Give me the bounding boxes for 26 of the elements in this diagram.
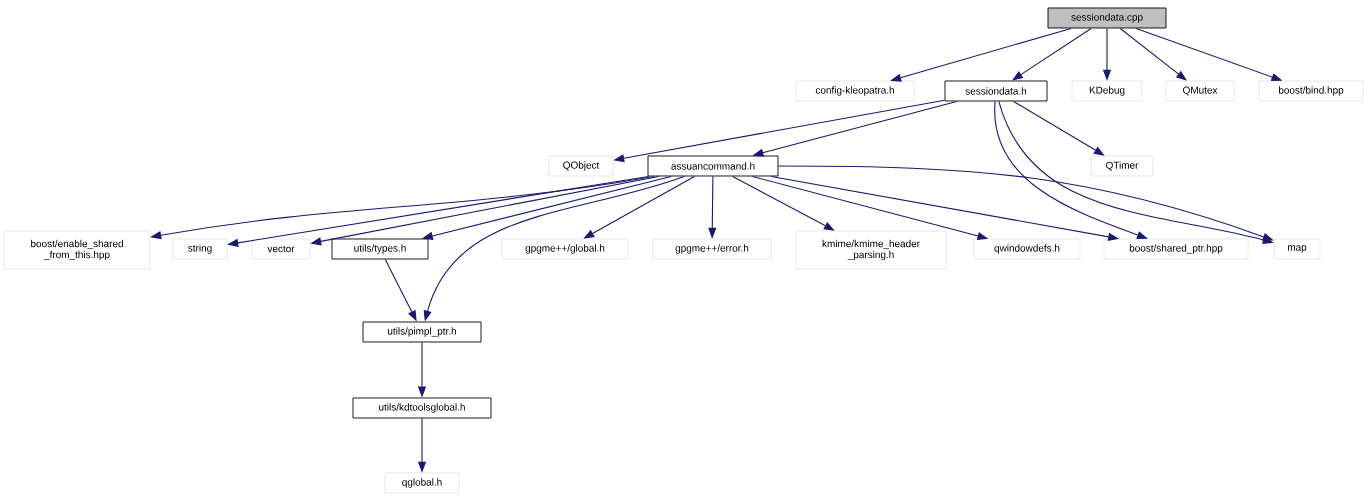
arrow: [994, 100, 1148, 239]
file-box: QObject: [548, 155, 614, 177]
file-box: qglobal.h: [384, 472, 460, 494]
file-box: sessiondata.cpp: [1047, 7, 1167, 29]
file-box: QMutex: [1165, 80, 1235, 102]
file-box: gpgme++/global.h: [501, 238, 629, 260]
file-box: boost/bind.hpp: [1258, 80, 1364, 102]
file-box: KDebug: [1071, 80, 1143, 102]
file-box: utils/types.h: [331, 238, 429, 260]
file-box: gpgme++/error.h: [652, 238, 772, 260]
file-box: string: [172, 238, 228, 260]
file-box: vector: [251, 238, 311, 260]
file-box: QTimer: [1090, 155, 1154, 177]
file-box: map: [1273, 238, 1321, 260]
arrow: [732, 175, 835, 231]
file-box: utils/pimpl_ptr.h: [362, 321, 482, 343]
file-box: boost/shared_ptr.hpp: [1103, 238, 1249, 260]
file-box: kmime/kmime_header _parsing.h: [795, 230, 947, 270]
file-box: sessiondata.h: [944, 80, 1048, 102]
file-box: qwindowdefs.h: [973, 238, 1081, 260]
file-box: assuancommand.h: [647, 155, 779, 177]
file-box: boost/enable_shared _from_this.hpp: [3, 230, 151, 270]
arrow: [1119, 27, 1187, 81]
arrow: [1013, 100, 1105, 156]
file-box: utils/kdtoolsglobal.h: [352, 397, 492, 419]
file-box: config-kleopatra.h: [795, 80, 915, 102]
